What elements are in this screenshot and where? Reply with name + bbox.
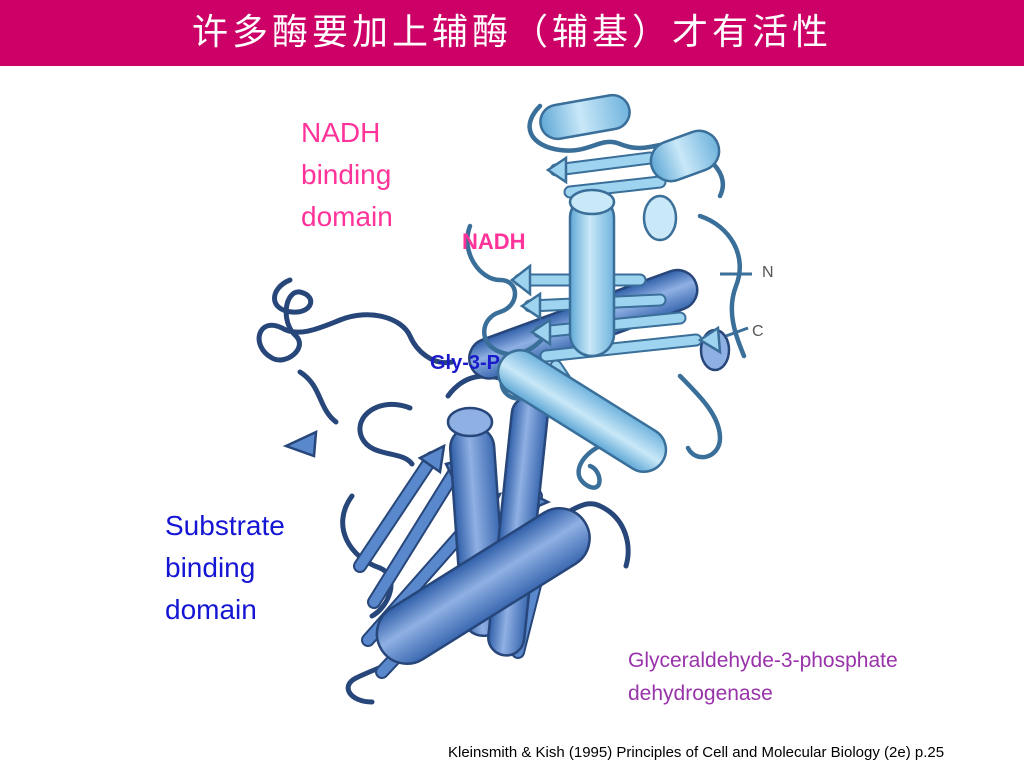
substrate-binding-domain-label: Substrate binding domain (165, 505, 285, 631)
nadh-domain-line-3: domain (301, 201, 393, 232)
nadh-domain-line-1: NADH (301, 117, 381, 148)
protein-structure-diagram (256, 93, 752, 705)
slide-title: 许多酶要加上辅酶（辅基）才有活性 (191, 12, 832, 53)
substrate-domain-line-3: domain (165, 594, 257, 625)
enzyme-name-label: Glyceraldehyde-3-phosphate dehydrogenase (628, 644, 898, 710)
title-bar (0, 0, 1024, 66)
n-terminus-label: N (762, 264, 774, 281)
substrate-domain-line-2: binding (165, 552, 256, 583)
nadh-domain-helices (496, 93, 721, 473)
nadh-domain-line-2: binding (301, 159, 392, 190)
citation: Kleinsmith & Kish (1995) Principles of C… (448, 744, 945, 761)
terminus-connectors (720, 272, 752, 338)
enzyme-name-line-2: dehydrogenase (628, 682, 773, 705)
enzyme-name-line-1: Glyceraldehyde-3-phosphate (628, 649, 898, 672)
nadh-binding-domain-label: NADH binding domain (301, 112, 393, 238)
gly-3-p-label: Gly-3-P (430, 352, 501, 374)
substrate-domain-line-1: Substrate (165, 510, 285, 541)
nadh-label: NADH (462, 229, 526, 254)
c-terminus-label: C (752, 323, 764, 340)
